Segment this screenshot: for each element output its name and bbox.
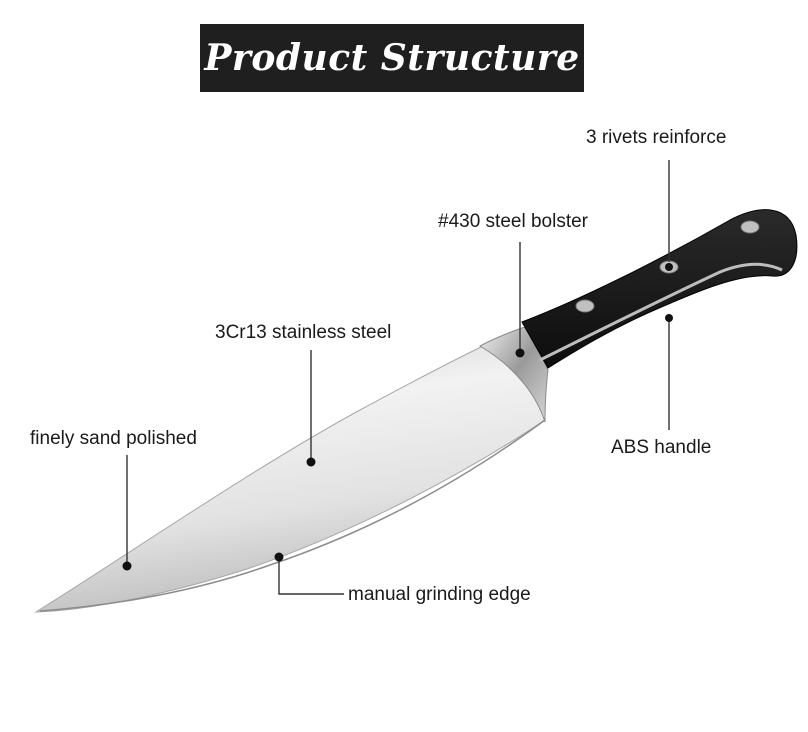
label-edge: manual grinding edge: [348, 584, 531, 605]
marker-dot: [665, 314, 673, 322]
knife-blade: [34, 344, 546, 613]
label-polished: finely sand polished: [30, 428, 197, 449]
rivet-icon: [575, 299, 595, 313]
handle-tang: [539, 262, 783, 362]
knife-handle: [521, 209, 798, 369]
label-bolster: #430 steel bolster: [438, 211, 588, 232]
marker-dot: [274, 552, 284, 562]
knife-bolster: [478, 325, 549, 423]
label-rivets: 3 rivets reinforce: [586, 127, 727, 148]
marker-dot: [122, 561, 132, 571]
leader-edge: [278, 557, 344, 595]
marker-dot: [306, 457, 316, 467]
marker-dot: [515, 348, 525, 358]
marker-dot: [665, 263, 673, 271]
page-title: Product Structure: [204, 37, 580, 79]
rivet-icon: [740, 220, 760, 234]
label-steel: 3Cr13 stainless steel: [215, 322, 392, 343]
blade-edge: [39, 419, 546, 612]
label-handle: ABS handle: [611, 437, 712, 458]
title-banner: Product Structure: [200, 24, 584, 92]
